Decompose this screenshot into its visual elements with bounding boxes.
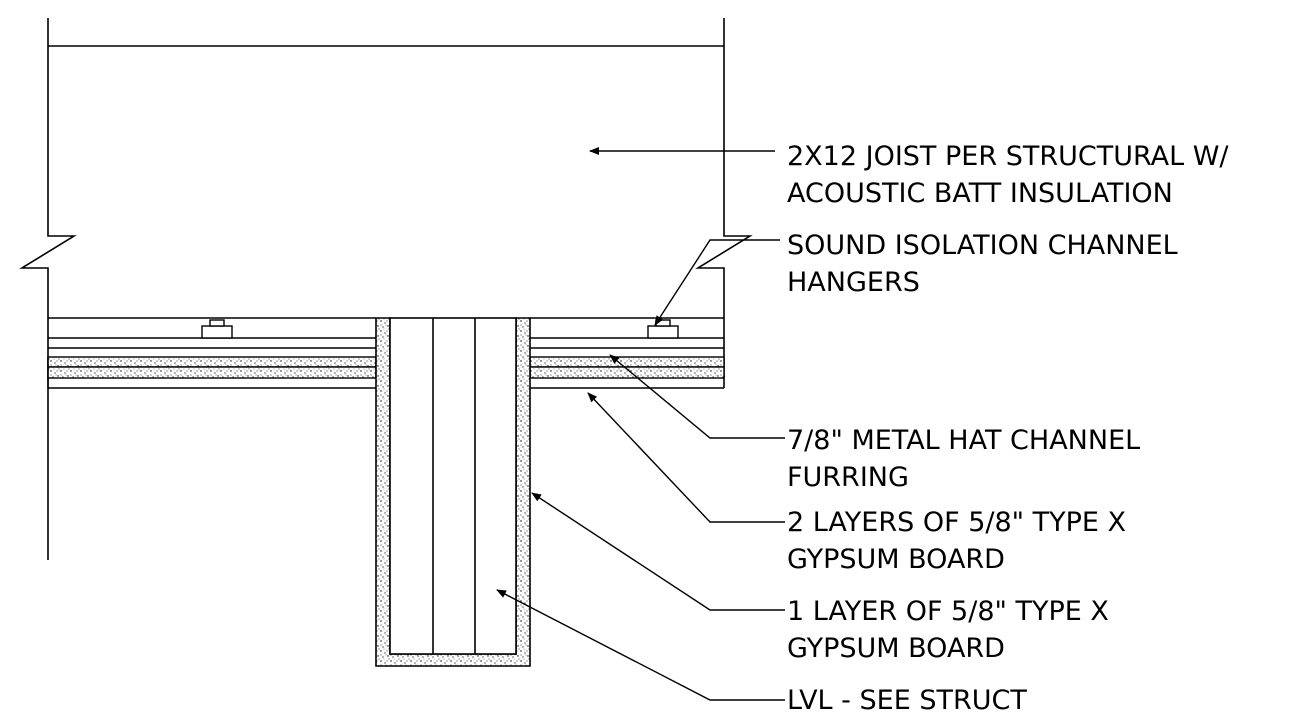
hanger-clip-right	[647, 319, 679, 339]
callout-joist-line2: ACOUSTIC BATT INSULATION	[787, 178, 1173, 209]
callout-gyp2-line2: GYPSUM BOARD	[787, 544, 1005, 575]
leader-gyp-two	[587, 392, 785, 523]
callout-gyp1-line2: GYPSUM BOARD	[787, 633, 1005, 664]
lvl-beam-assembly	[375, 317, 531, 667]
leader-hangers	[654, 239, 780, 326]
callout-gypsum-two-layers: 2 LAYERS OF 5/8" TYPE X GYPSUM BOARD	[787, 504, 1126, 578]
gypsum-layers-right	[529, 356, 725, 389]
callout-lvl: LVL - SEE STRUCT	[787, 682, 1027, 719]
left-wall-line	[19, 18, 77, 560]
callout-hangers-line2: HANGERS	[787, 267, 920, 298]
right-joist-line	[695, 18, 753, 318]
callout-furring-line1: 7/8" METAL HAT CHANNEL	[787, 425, 1141, 456]
callout-joist-line1: 2X12 JOIST PER STRUCTURAL W/	[787, 141, 1229, 172]
lvl-beam	[389, 317, 517, 655]
callout-furring: 7/8" METAL HAT CHANNEL FURRING	[787, 422, 1140, 496]
leader-lvl	[496, 589, 785, 701]
callout-gyp2-line1: 2 LAYERS OF 5/8" TYPE X	[787, 507, 1127, 538]
hanger-clip-left	[201, 319, 233, 339]
leader-gyp-one	[531, 492, 785, 611]
leader-furring	[609, 354, 785, 439]
callout-joist: 2X12 JOIST PER STRUCTURAL W/ ACOUSTIC BA…	[787, 138, 1229, 212]
callout-hangers-line1: SOUND ISOLATION CHANNEL	[787, 230, 1178, 261]
callout-gyp1-line1: 1 LAYER OF 5/8" TYPE X	[787, 596, 1109, 627]
callout-furring-line2: FURRING	[787, 462, 909, 493]
callout-gypsum-one-layer: 1 LAYER OF 5/8" TYPE X GYPSUM BOARD	[787, 593, 1109, 667]
gypsum-layers-left	[47, 356, 377, 389]
callout-hangers: SOUND ISOLATION CHANNEL HANGERS	[787, 227, 1178, 301]
callout-lvl-line1: LVL - SEE STRUCT	[787, 685, 1027, 716]
